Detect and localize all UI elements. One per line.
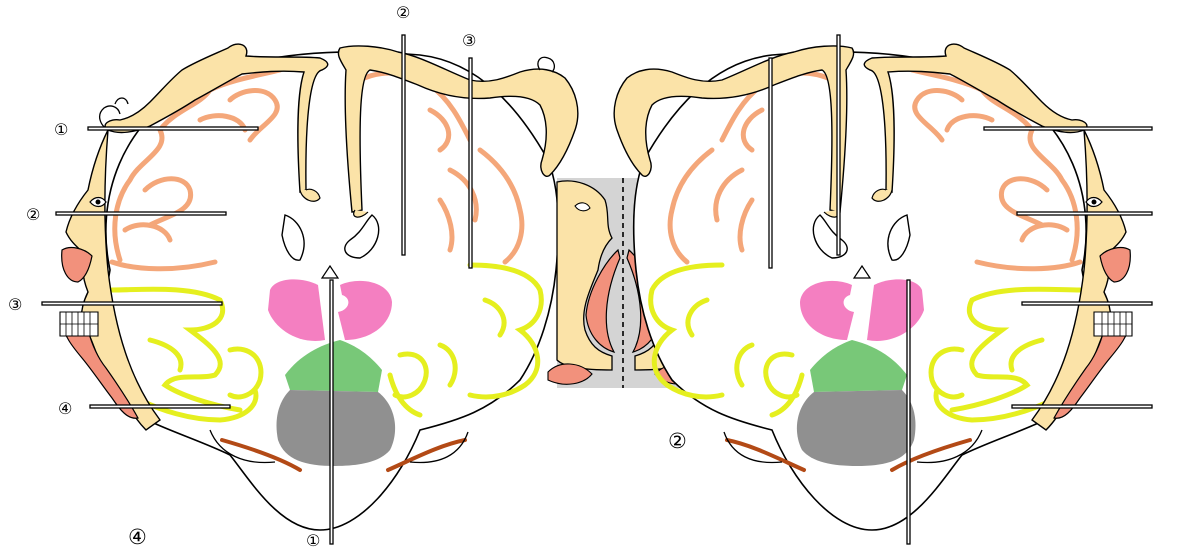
label-bottom-left-4: ④	[128, 525, 147, 549]
label-side-3: ③	[8, 295, 22, 314]
pupil-left	[96, 200, 101, 205]
label-side-2: ②	[26, 205, 40, 224]
label-center-2: ②	[668, 429, 687, 453]
right-brain-section	[614, 35, 1152, 544]
brainstem	[797, 390, 916, 466]
pupil-right	[1092, 200, 1097, 205]
label-top-3: ③	[462, 31, 476, 50]
label-side-4: ④	[58, 399, 72, 418]
left-brain-section: ① ② ③ ④ ② ③ ①	[8, 3, 578, 549]
label-side-1: ①	[54, 120, 68, 139]
brainstem	[277, 390, 396, 466]
label-top-2: ②	[396, 3, 410, 22]
label-bottom-1: ①	[306, 531, 320, 549]
